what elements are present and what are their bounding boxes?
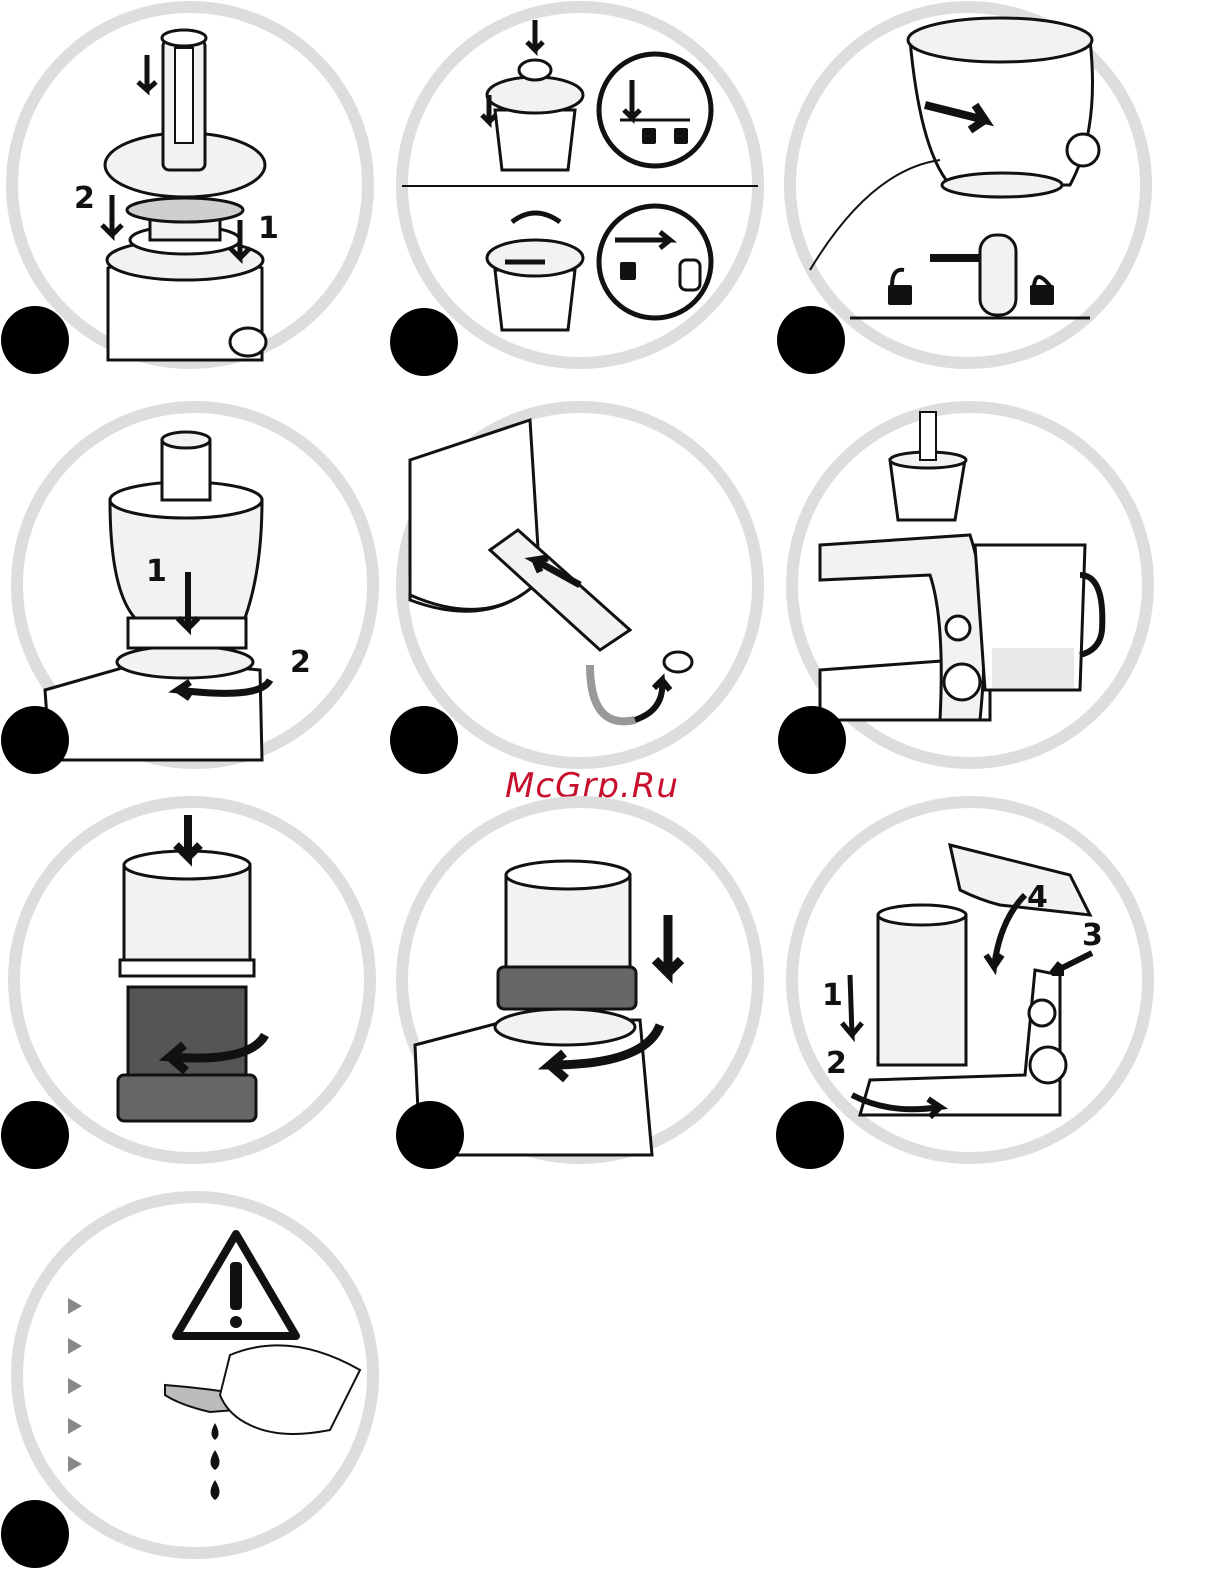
step-number-badge bbox=[1, 706, 69, 774]
panel-1: 2 1 bbox=[0, 0, 390, 390]
step-label-2: 2 bbox=[74, 184, 95, 214]
step-number-badge bbox=[1, 1500, 69, 1568]
step-label-4: 4 bbox=[1027, 883, 1048, 913]
panel-6 bbox=[780, 400, 1170, 790]
step-number-badge bbox=[776, 1101, 844, 1169]
step-label-3: 3 bbox=[1082, 921, 1103, 951]
step-label-2: 2 bbox=[826, 1049, 847, 1079]
panel-4: 1 2 bbox=[0, 400, 390, 790]
step-number-badge bbox=[390, 308, 458, 376]
panel-9: 4 3 1 2 bbox=[780, 795, 1170, 1185]
panel-8 bbox=[390, 795, 780, 1185]
panel-5 bbox=[390, 400, 780, 790]
panel-2 bbox=[390, 0, 780, 390]
step-label-2: 2 bbox=[290, 648, 311, 678]
step-number-badge bbox=[777, 306, 845, 374]
step-label-1: 1 bbox=[822, 981, 843, 1011]
step-number-badge bbox=[778, 706, 846, 774]
step-number-badge bbox=[396, 1101, 464, 1169]
step-label-1: 1 bbox=[146, 557, 167, 587]
panel-10 bbox=[0, 1190, 390, 1579]
step-number-badge bbox=[1, 306, 69, 374]
panel-3 bbox=[780, 0, 1170, 390]
panel-7 bbox=[0, 795, 390, 1185]
step-number-badge bbox=[1, 1101, 69, 1169]
step-number-badge bbox=[390, 706, 458, 774]
step-label-1: 1 bbox=[258, 214, 279, 244]
